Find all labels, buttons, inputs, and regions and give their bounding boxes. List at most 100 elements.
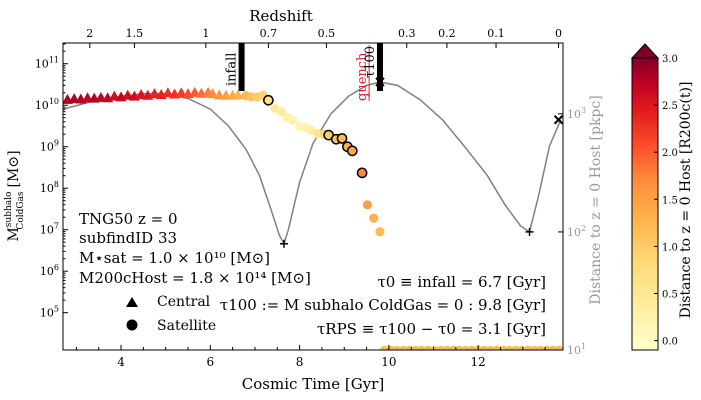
colorbar-ticks: 0.00.51.01.52.02.53.0 [654,54,678,348]
info-line-3: M⋆sat = 1.0 × 10¹⁰ [M⊙] [79,249,270,267]
redshift-tick-label: 0 [555,27,562,40]
quench-label: quench [355,52,370,101]
satellite-circle-point [288,115,298,125]
info-box: TNG50 z = 0 subfindID 33 M⋆sat = 1.0 × 1… [79,210,311,287]
tau-annotations: τ0 ≡ infall = 6.7 [Gyr] τ100 := M subhal… [220,273,546,338]
redshift-tick-label: 0.2 [438,27,456,40]
legend-central-label: Central [157,294,211,310]
colorbar: 0.00.51.01.52.02.53.0 Distance to z = 0 … [630,43,694,351]
taurps-text: τRPS ≡ τ100 − τ0 = 3.1 [Gyr] [317,320,546,338]
satellite-circle-point [277,107,287,117]
info-line-2: subfindID 33 [79,229,177,247]
central-triangle-point [189,86,201,97]
colorbar-extend-arrow [630,43,660,59]
central-triangle-point [82,92,94,103]
cold-gas-points [63,86,563,350]
colorbar-gradient [631,57,659,351]
central-triangle-point [232,89,244,100]
tau0-text: τ0 ≡ infall = 6.7 [Gyr] [377,273,546,291]
info-line-4: M200cHost = 1.8 × 10¹⁴ [M⊙] [79,269,311,287]
plot-frame [62,42,564,351]
satellite-circle-point [375,227,385,237]
central-triangle-point [68,93,80,104]
colorbar-tick-label: 2.5 [662,101,678,112]
satellite-circle-point [263,94,274,106]
redshift-tick-label: 1.5 [126,27,144,40]
legend-circle-icon [126,319,138,331]
apocenter-cross-icon [553,115,563,125]
redshift-tick-label: 1 [202,27,209,40]
satellite-circle-point [356,167,368,179]
redshift-axis-title: Redshift [249,7,313,25]
y-left-tick-label: 108 [40,180,59,195]
y-left-tick-label: 105 [40,305,59,320]
y-right-tick-label: 102 [567,224,586,239]
redshift-tick-label: 0.3 [398,27,416,40]
central-triangle-point [213,89,225,100]
redshift-tick-label: 0.5 [318,27,336,40]
y-right-tick-label: 101 [567,342,586,357]
marker-bar-tau100 [376,43,383,91]
y-right-tick-label: 103 [567,106,586,121]
legend: Central Satellite [126,294,216,334]
y-left-tick-label: 109 [40,139,59,154]
central-triangle-point [149,88,161,99]
colorbar-title: Distance to z = 0 Host [R200c(t)] [678,82,694,319]
info-line-1: TNG50 z = 0 [79,210,178,228]
marker-label-group: τ100 [363,46,378,78]
central-triangle-point [175,87,187,98]
svg-text:Distance to z = 0 Host [pkpc]: Distance to z = 0 Host [pkpc] [588,95,604,304]
y-label-sub: ColdGas [16,191,26,229]
central-triangle-point [122,89,134,100]
colorbar-tick-label: 1.5 [662,195,678,206]
central-triangle-point [207,88,219,99]
y-left-tick-label: 107 [40,222,59,237]
y-label-unit: [M⊙] [6,150,22,187]
colorbar-tick-label: 3.0 [662,54,678,65]
tau100-text: τ100 := M subhalo ColdGas = 0 : 9.8 [Gyr… [220,296,546,314]
satellite-circle-point [336,133,348,144]
redshift-tick-label: 0.1 [487,27,505,40]
x-tick-label: 4 [117,355,125,369]
satellite-circle-point [369,213,379,223]
colorbar-tick-label: 2.0 [662,148,678,159]
pericenter-plus-icon [279,239,288,248]
quench-text: quench [355,52,370,101]
pericenter-plus-icon [525,227,534,236]
y-label-main: M [6,227,22,241]
satellite-circle-point [362,200,373,210]
legend-satellite-label: Satellite [157,318,216,334]
x-axis-title: Cosmic Time [Gyr] [242,375,384,393]
y-label-sup: subhalo [4,192,14,228]
y-left-tick-label: 1010 [35,97,59,112]
x-tick-label: 12 [471,355,486,369]
central-triangle-point [135,88,147,99]
y-right-axis-title: Distance to z = 0 Host [pkpc] [588,95,604,304]
redshift-tick-label: 0.7 [260,27,278,40]
marker-label-tau100: τ100 [363,46,378,78]
colorbar-tick-label: 0.0 [662,337,678,348]
satellite-circle-point [346,145,358,157]
x-tick-label: 8 [296,355,304,369]
marker-label-infall: infall [225,53,240,86]
redshift-tick-label: 2 [86,27,93,40]
central-triangle-point [108,90,120,101]
marker-label-group: infall [225,53,240,86]
y-left-tick-label: 106 [40,263,59,278]
x-tick-label: 6 [207,355,215,369]
legend-triangle-icon [126,297,138,307]
axes: 4 6 8 10 12 2 1.5 1 0.7 0.5 0.3 0.2 0.1 0 105 106 107 108… [35,27,586,369]
zero-gas-point [555,345,563,350]
colorbar-tick-label: 1.0 [662,242,678,253]
central-triangle-point [95,91,107,102]
y-left-tick-label: 1011 [35,56,59,71]
x-tick-label: 10 [381,355,396,369]
satellite-circle-point [312,128,323,139]
marker-bar-infall [238,43,245,91]
central-triangle-point [162,87,174,98]
